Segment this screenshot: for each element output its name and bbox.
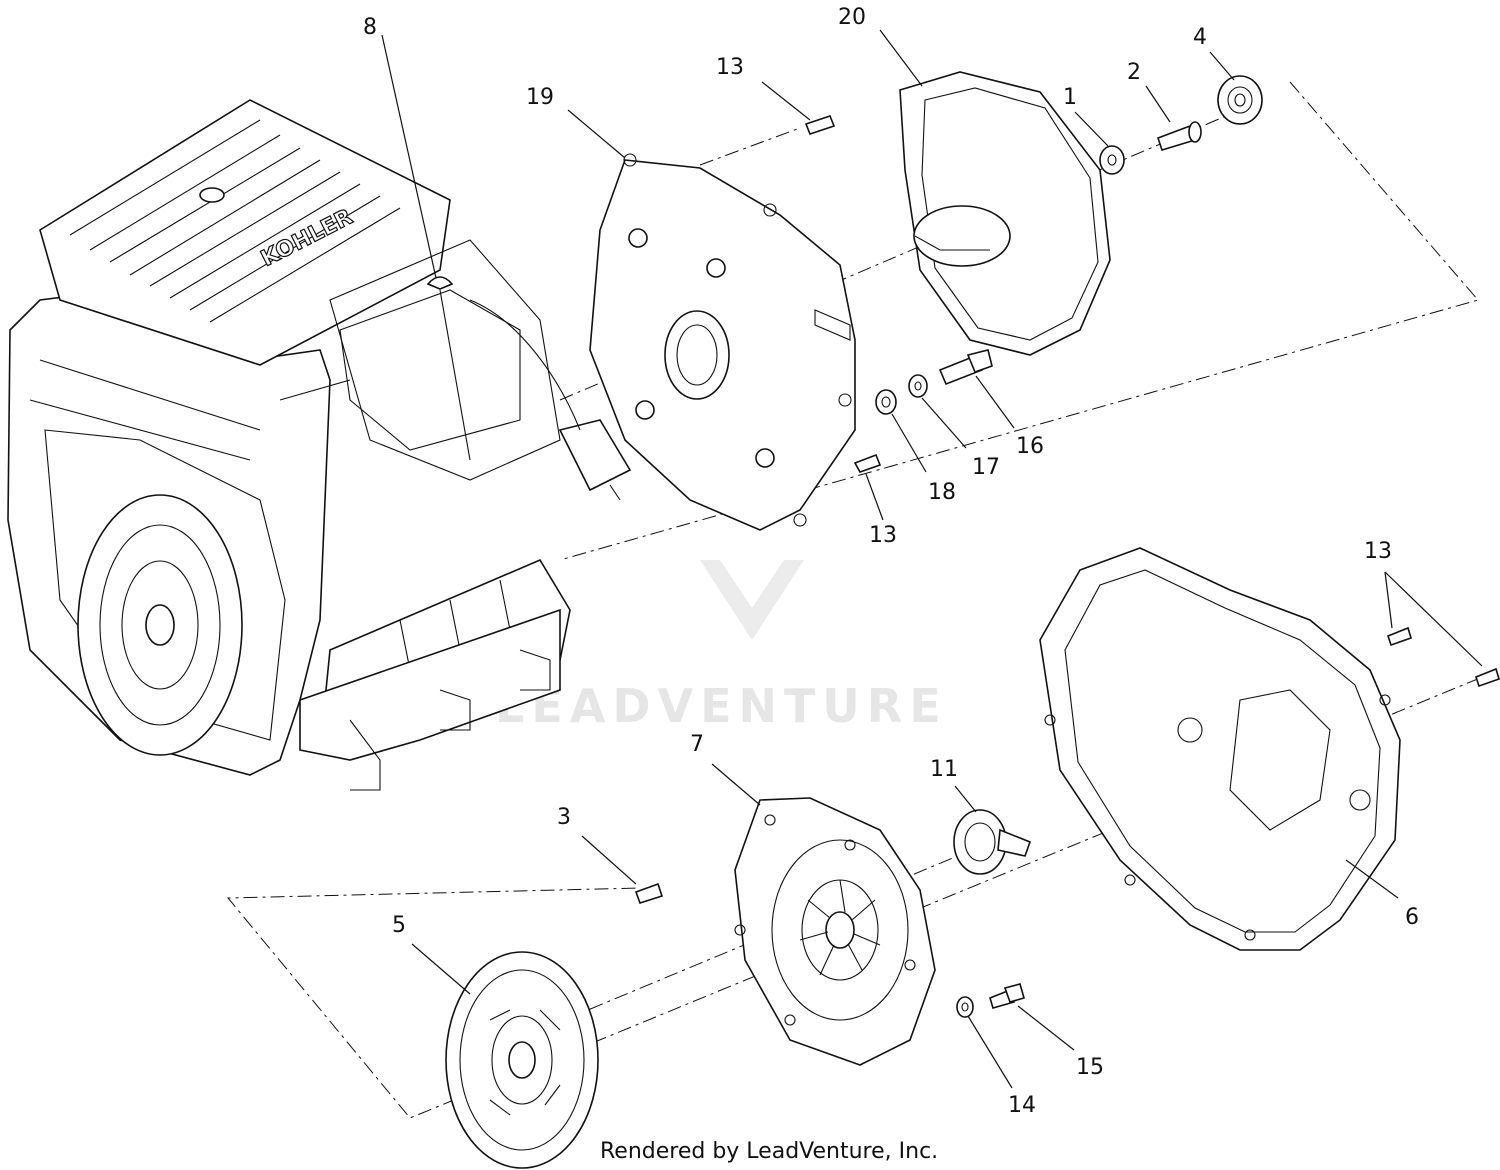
lower-assembly-line [226,677,1481,1119]
engine-cylinder [329,239,561,481]
part-8-axis-line [439,289,471,461]
part-13b-dowel [853,453,882,473]
part-2-bolt [1156,121,1202,151]
engine-shroud-inner [44,429,286,741]
footer-credit: Rendered by LeadVenture, Inc. [600,1139,938,1164]
flywheel-screen-ring-2 [121,560,199,690]
engine-valve-cover [39,99,451,366]
part-8-key [426,276,454,290]
engine-fuel-line [469,299,621,501]
engine-fuel-filter [558,419,632,492]
callout-20: 20 [838,5,866,30]
callout-15: 15 [1076,1055,1104,1080]
watermark-logo-icon [700,560,804,640]
callout-13-top: 13 [716,55,744,80]
callout-8: 8 [363,15,377,40]
callout-4: 4 [1193,25,1207,50]
engine-mount-feet [349,649,551,791]
part-1-washer [1099,145,1125,175]
part-5-clutch-disc [445,951,599,1169]
part-20-flywheel-adapter [899,71,1111,356]
part-13c-dowels [1387,626,1500,688]
callout-17: 17 [972,455,1000,480]
part-13a-dowel [804,115,836,135]
callout-13-mid: 13 [869,523,897,548]
engine-assembly: KOHLER [7,99,632,791]
top-axis-line [699,127,801,166]
part-17-lockwasher [908,374,928,398]
engine-front-ribs [29,359,351,461]
callout-3: 3 [557,805,571,830]
callout-13-right: 13 [1364,539,1392,564]
callout-14: 14 [1008,1093,1036,1118]
engine-base [299,608,561,761]
leader-lines [381,29,1483,1089]
callout-labels: 8 20 13 19 1 2 4 16 17 18 13 13 7 11 3 5… [363,5,1419,1118]
callout-19: 19 [526,85,554,110]
callout-1: 1 [1063,85,1077,110]
flywheel-screen-ring-1 [99,524,221,726]
part-15-bolt [989,983,1025,1009]
callout-11: 11 [930,757,958,782]
callout-5: 5 [392,913,406,938]
part-16-bolt [938,349,993,386]
callout-2: 2 [1127,60,1141,85]
upper-assembly-line [559,81,1479,561]
callout-7: 7 [690,732,704,757]
callout-6: 6 [1405,905,1419,930]
engine-dipstick-cap [199,187,225,203]
part-18-washer [875,389,897,415]
part-14-washer [956,996,974,1018]
callout-16: 16 [1016,434,1044,459]
part-19-adapter-plate [589,153,856,531]
callout-18: 18 [928,480,956,505]
part-3-pilot-bushing [634,882,664,904]
flywheel-hub [145,604,175,646]
part-6-bell-housing [1039,547,1401,951]
engine-carburetor [339,289,521,451]
part-4-bearing [1217,75,1263,125]
part-7-pressure-plate [734,797,936,1066]
part-11-release-bearing [953,809,1032,875]
watermark-text: LEADVENTURE [495,679,948,733]
valve-cover-fins [69,119,401,323]
